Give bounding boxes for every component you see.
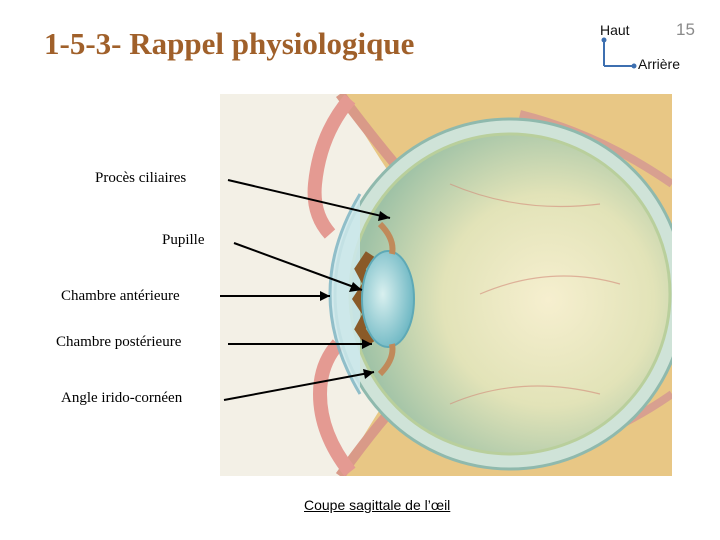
figure-caption: Coupe sagittale de l’œil <box>304 497 451 513</box>
slide-title: 1-5-3- Rappel physiologique <box>44 26 415 61</box>
orientation-up-label: Haut <box>600 22 630 38</box>
label-iridocorneal-angle: Angle irido-cornéen <box>61 390 183 406</box>
slide-number: 15 <box>676 20 695 39</box>
label-anterior-chamber: Chambre antérieure <box>61 288 180 304</box>
orientation-back-label: Arrière <box>638 56 681 72</box>
label-posterior-chamber: Chambre postérieure <box>56 334 182 350</box>
label-ciliary-processes: Procès ciliaires <box>95 170 187 186</box>
eye-sagittal-section-illustration <box>220 94 672 476</box>
label-pupil: Pupille <box>162 232 205 248</box>
orientation-axes-icon <box>601 37 637 69</box>
orientation-indicator: Haut Arrière <box>596 18 706 78</box>
